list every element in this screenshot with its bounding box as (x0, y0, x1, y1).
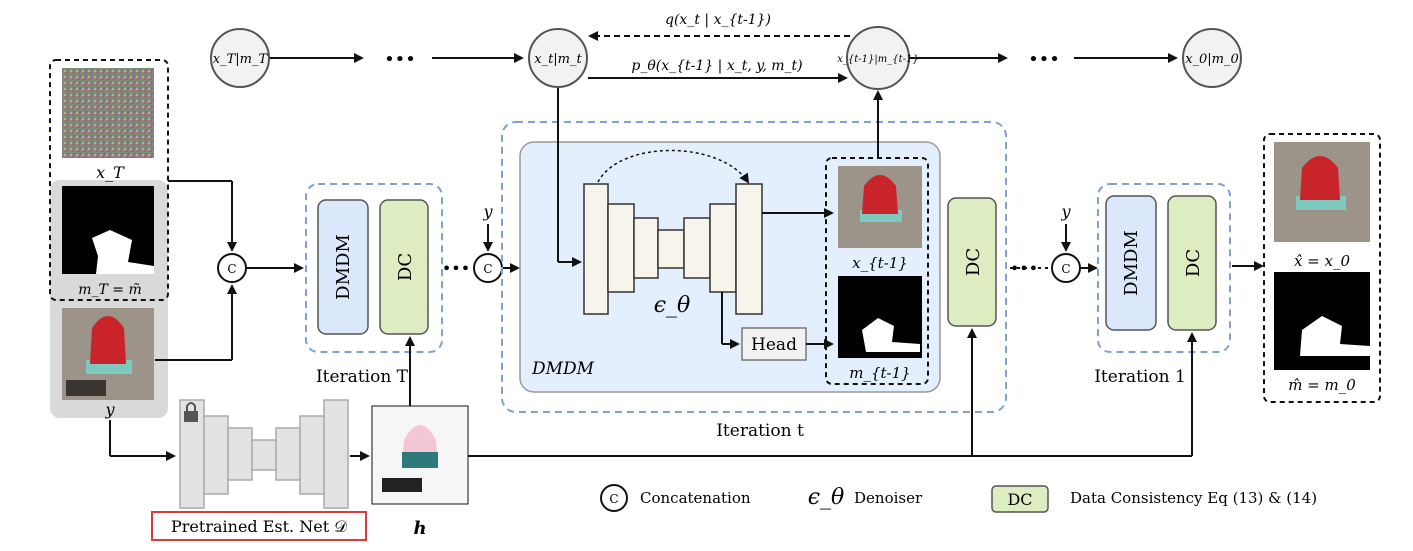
final-outputs: x̂ = x_0 m̂ = m_0 (1263, 133, 1381, 403)
dmdm-block-1-label: DMDM (1121, 230, 1142, 296)
iteration-t-label: Iteration t (716, 421, 804, 441)
state-xt1 (846, 26, 910, 90)
pretrained-est-net: Pretrained Est. Net 𝒟 h (109, 399, 469, 541)
y-image (62, 308, 154, 400)
legend-dc-box (991, 485, 1049, 513)
x-t1-image (838, 166, 922, 248)
ellipsis-1: ••• (384, 49, 416, 70)
legend-concat-text: Concatenation (640, 489, 751, 507)
m-t1-image (838, 276, 922, 358)
dc-block-T (379, 199, 429, 335)
iteration-t: DMDM ϵ_θ Head x_{t-1} (501, 88, 1007, 441)
concat-icon-3-label: C (1061, 262, 1070, 276)
mT-label: m_T = m̃ (78, 282, 142, 298)
iteration-T-label: Iteration T (316, 367, 409, 387)
iteration-1: DMDM DC Iteration 1 (1094, 183, 1231, 387)
m-hat-label: m̂ = m_0 (1288, 376, 1356, 394)
est-net-label-box (151, 511, 367, 541)
est-net-label: Pretrained Est. Net 𝒟 (171, 517, 347, 536)
dc-block-1-label: DC (1183, 249, 1204, 277)
dmdm-block-T (317, 199, 369, 335)
dmdm-block-1 (1105, 195, 1157, 331)
x-hat-label: x̂ = x_0 (1294, 252, 1351, 270)
ellipsis-3: ••• (442, 259, 470, 278)
legend: C Concatenation ϵ_θ Denoiser DC Data Con… (600, 484, 1317, 513)
dc-block-t (947, 197, 997, 327)
iteration-1-label: Iteration 1 (1094, 367, 1186, 387)
m-hat-image (1274, 272, 1370, 370)
h-image (371, 405, 469, 505)
dc-block-t-label: DC (963, 248, 984, 276)
lock-icon (184, 402, 198, 422)
state-xt (528, 28, 588, 88)
legend-denoiser-symbol: ϵ_θ (808, 485, 845, 510)
dc-block-1 (1167, 195, 1217, 331)
legend-denoiser-text: Denoiser (854, 489, 923, 507)
x-t1-label: x_{t-1} (852, 254, 908, 272)
state-xT-label: x_T|m_T (213, 52, 269, 67)
head-block (741, 327, 807, 361)
x-hat-image (1274, 142, 1370, 242)
reverse-transition-label: p_θ(x_{t-1} | x_t, y, m_t) (631, 58, 802, 74)
state-xt-label: x_t|m_t (534, 52, 582, 67)
dmdm-panel-label: DMDM (531, 359, 595, 379)
y-in-t: y (482, 202, 493, 221)
dc-block-T-label: DC (395, 253, 416, 281)
dmdm-block-T-label: DMDM (333, 234, 354, 300)
noise-image (62, 68, 154, 158)
h-label: h (413, 518, 426, 539)
state-x0-label: x_0|m_0 (1185, 52, 1239, 67)
head-block-label: Head (751, 335, 797, 355)
legend-dc-text: Data Consistency Eq (13) & (14) (1070, 489, 1317, 507)
iteration-T: DMDM DC Iteration T (305, 183, 443, 387)
denoiser-symbol: ϵ_θ (654, 293, 691, 318)
state-chain: x_T|m_T ••• x_t|m_t p_θ(x_{t-1} | x_t, y… (210, 12, 1242, 90)
mask-T-image (62, 186, 154, 274)
concat-icon-2-label: C (483, 262, 492, 276)
y-in-1: y (1060, 202, 1071, 221)
legend-dc-box-label: DC (1007, 490, 1032, 509)
forward-transition-label: q(x_t | x_{t-1}) (665, 12, 771, 28)
state-xT (210, 28, 270, 88)
ellipsis-2: ••• (1028, 49, 1060, 70)
input-group: x_T m_T = m̃ y (49, 59, 169, 419)
state-xt1-label: x_{t-1}|m_{t-1} (837, 54, 918, 65)
legend-concat-icon (600, 484, 628, 512)
xT-label: x_T (96, 163, 125, 182)
legend-concat-icon-label: C (609, 492, 618, 506)
state-x0 (1182, 28, 1242, 88)
y-label: y (104, 400, 115, 419)
concat-icon-1-label: C (227, 262, 236, 276)
denoiser-unet (583, 183, 763, 315)
m-t1-label: m_{t-1} (849, 364, 910, 382)
